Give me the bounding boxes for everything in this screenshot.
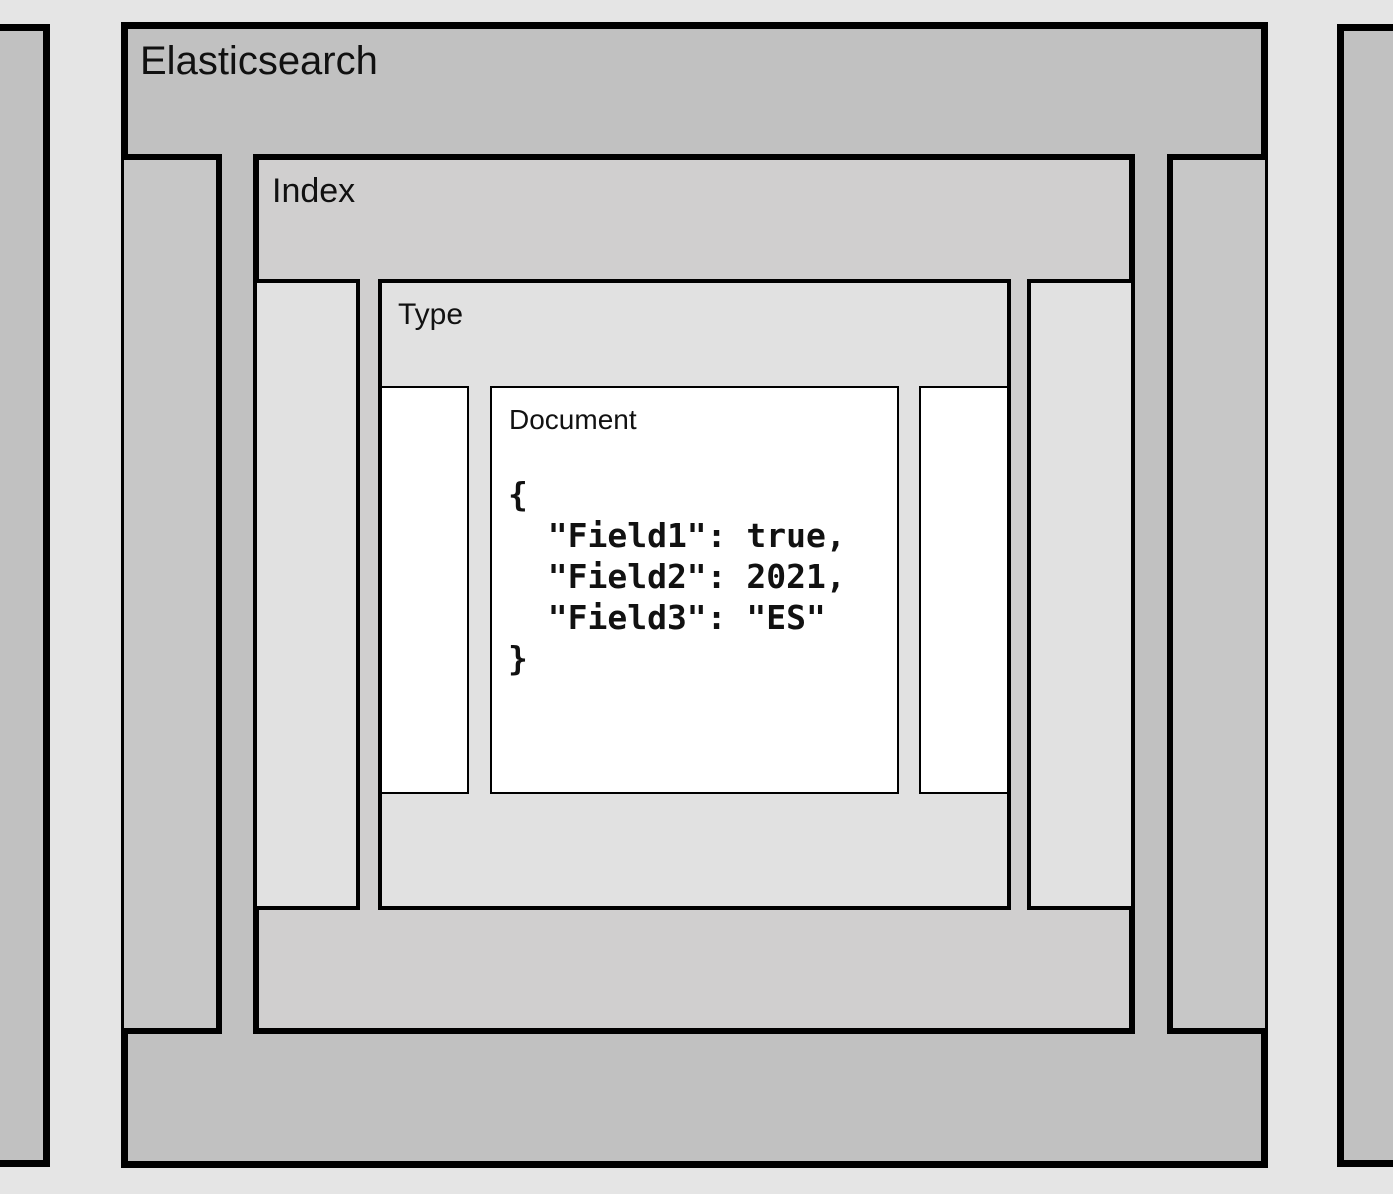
json-line: "Field3": "ES": [508, 598, 826, 637]
json-line: }: [508, 639, 528, 678]
neighbor-elasticsearch-right: [1337, 24, 1393, 1167]
json-line: {: [508, 475, 528, 514]
neighbor-document-left: [382, 386, 469, 794]
elasticsearch-title: Elasticsearch: [140, 39, 378, 83]
neighbor-elasticsearch-left: [0, 24, 50, 1167]
neighbor-index-left: [124, 154, 222, 1034]
document-container: [490, 386, 899, 794]
document-json: { "Field1": true, "Field2": 2021, "Field…: [508, 474, 846, 679]
json-line: "Field1": true,: [508, 516, 846, 555]
type-title: Type: [398, 298, 464, 331]
neighbor-document-right: [919, 386, 1007, 794]
document-title: Document: [509, 404, 637, 435]
index-title: Index: [272, 172, 356, 210]
neighbor-type-right: [1027, 279, 1131, 910]
json-line: "Field2": 2021,: [508, 557, 846, 596]
neighbor-index-right: [1167, 154, 1265, 1034]
neighbor-type-left: [257, 279, 360, 910]
